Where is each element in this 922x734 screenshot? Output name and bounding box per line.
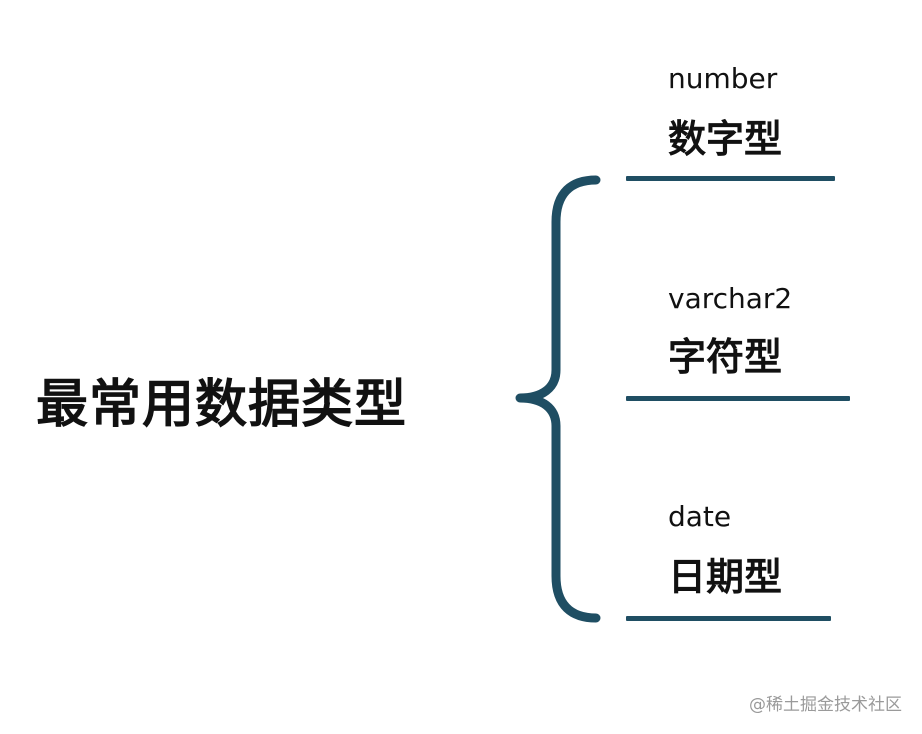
type-name-number: number [668,62,778,95]
main-title: 最常用数据类型 [36,375,408,435]
type-label-varchar2: 字符型 [668,335,783,379]
type-name-varchar2: varchar2 [668,282,793,315]
underline-number [626,176,835,181]
type-label-date: 日期型 [668,555,783,599]
underline-varchar2 [626,396,850,401]
watermark: @稀土掘金技术社区 [749,695,902,715]
underline-date [626,616,831,621]
type-name-date: date [668,500,732,533]
type-label-number: 数字型 [668,117,783,161]
